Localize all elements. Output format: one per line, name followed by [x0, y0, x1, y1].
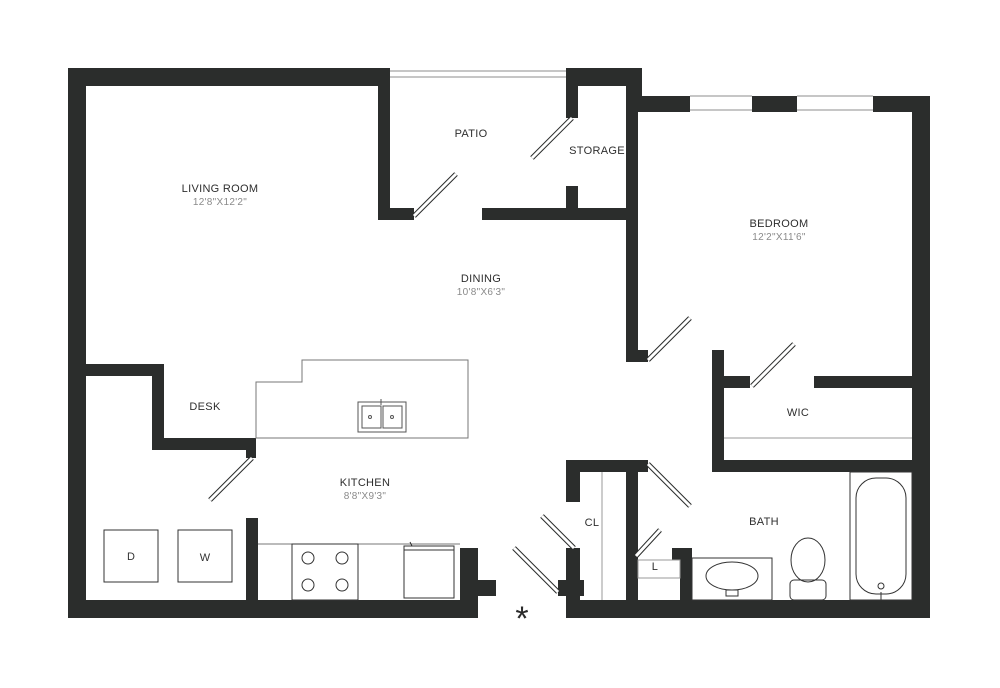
- wall-wic-stub: [712, 376, 750, 388]
- room-desk: DESK: [189, 401, 220, 413]
- dryer-label: D: [127, 551, 135, 563]
- room-bedroom-name: BEDROOM: [749, 218, 809, 230]
- wall-bottom-left: [68, 600, 478, 618]
- wall-entry-left-stub: [460, 580, 496, 596]
- room-bedroom: BEDROOM 12'2"X11'6": [750, 218, 809, 243]
- room-kitchen: KITCHEN 8'8"X9'3": [340, 477, 390, 502]
- toilet-bowl-icon: [790, 537, 826, 583]
- room-dining-size: 10'8"X6'3": [456, 287, 506, 298]
- wall-patio-bottom: [482, 208, 628, 220]
- fridge-icon: [403, 541, 455, 599]
- wall-left: [68, 68, 86, 618]
- room-storage: STORAGE: [569, 145, 625, 157]
- walls: [68, 68, 930, 618]
- toilet-tank-icon: [789, 579, 827, 601]
- room-wic-name: WIC: [786, 407, 810, 419]
- doors: [208, 116, 796, 594]
- wall-bed-top-2: [752, 96, 797, 112]
- dryer-icon: [103, 529, 159, 583]
- wall-kitchen-right: [246, 518, 258, 618]
- room-living-size: 12'8"X12'2": [192, 197, 248, 208]
- window-lines: [390, 70, 873, 111]
- wall-bed-top-3: [873, 96, 930, 112]
- washer-label: W: [199, 552, 211, 564]
- wall-desk-side: [152, 364, 164, 450]
- wall-wic-top: [814, 376, 930, 388]
- wall-bath-left: [626, 460, 638, 618]
- wall-bottom-right: [566, 600, 930, 618]
- washer-icon: [177, 529, 233, 583]
- entry-marker-icon: *: [515, 600, 529, 638]
- wall-storage-left: [566, 68, 578, 118]
- room-dining-name: DINING: [460, 273, 502, 285]
- linen-shelf: [637, 559, 681, 579]
- wall-closet-right: [566, 548, 580, 618]
- wall-right: [912, 96, 930, 618]
- wall-wic-left: [712, 350, 724, 472]
- wall-storage-top: [566, 68, 642, 86]
- room-bedroom-size: 12'2"X11'6": [752, 232, 806, 243]
- range-icon: [291, 543, 359, 601]
- wall-storage-left-low: [566, 186, 578, 218]
- shelving: [601, 437, 912, 600]
- room-desk-name: DESK: [189, 401, 221, 413]
- wall-bed-left-stub: [626, 350, 648, 362]
- room-linen: L: [652, 561, 658, 573]
- room-living: LIVING ROOM 12'8"X12'2": [182, 183, 259, 208]
- vanity-icon: [691, 557, 773, 601]
- bath-fixtures: [691, 471, 913, 601]
- room-closet: CL: [585, 517, 600, 529]
- laundry-units: [103, 529, 233, 583]
- room-bath-name: BATH: [749, 516, 779, 528]
- room-bath: BATH: [749, 516, 779, 528]
- wall-wic-bottom: [712, 460, 930, 472]
- wall-desk-top: [68, 364, 164, 376]
- room-patio: PATIO: [455, 128, 488, 140]
- room-dining: DINING 10'8"X6'3": [457, 273, 505, 298]
- wall-desk-bottom: [152, 438, 256, 450]
- wall-patio-stub: [378, 208, 414, 220]
- room-patio-name: PATIO: [454, 128, 488, 140]
- wall-bed-left: [626, 96, 638, 362]
- room-linen-name: L: [651, 561, 659, 573]
- wall-bath-inner: [680, 548, 692, 618]
- room-wic: WIC: [787, 407, 809, 419]
- wall-desk-post: [246, 438, 256, 458]
- room-living-name: LIVING ROOM: [181, 183, 259, 195]
- wall-bed-top-1: [626, 96, 690, 112]
- room-kitchen-size: 8'8"X9'3": [343, 491, 387, 502]
- wall-top-living: [68, 68, 390, 86]
- kitchen-island: [255, 359, 469, 439]
- room-kitchen-name: KITCHEN: [339, 477, 391, 489]
- sink-icon: [357, 399, 407, 433]
- room-storage-name: STORAGE: [569, 145, 625, 157]
- room-closet-name: CL: [584, 517, 600, 529]
- tub-icon: [849, 471, 913, 601]
- wall-patio-left: [378, 68, 390, 220]
